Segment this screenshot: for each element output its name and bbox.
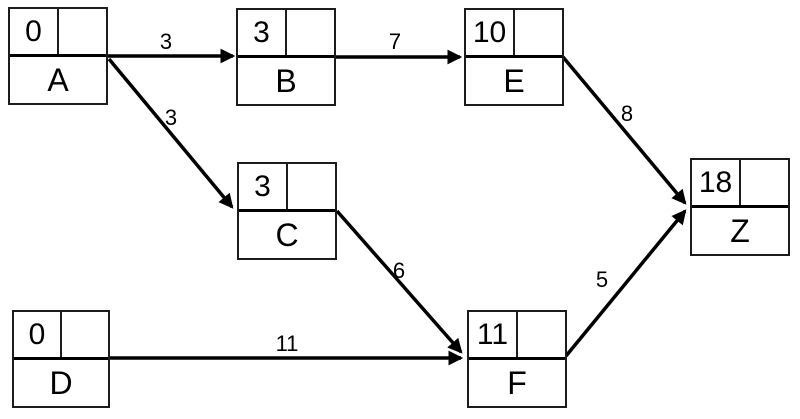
edge-D-F-weight: 11 — [275, 331, 299, 356]
node-Z-earliest-time: 18 — [692, 160, 741, 205]
node-C-earliest-time: 3 — [239, 164, 288, 209]
node-E-empty-cell — [515, 10, 562, 55]
node-B-earliest-time: 3 — [238, 10, 287, 55]
edge-B-E-weight: 7 — [388, 29, 402, 54]
node-F-empty-cell — [518, 312, 565, 357]
node-D-earliest-time: 0 — [14, 312, 62, 357]
edge-E-Z-weight: 8 — [620, 101, 634, 126]
node-A-earliest-time: 0 — [10, 9, 59, 54]
node-C: 3 C — [237, 162, 337, 260]
edge-F-Z-arrow — [564, 209, 687, 358]
node-Z-top-row: 18 — [692, 160, 788, 208]
node-B: 3 B — [236, 8, 336, 106]
node-F: 11 F — [467, 310, 567, 408]
node-B-top-row: 3 — [238, 10, 334, 58]
node-Z-empty-cell — [741, 160, 788, 205]
node-E-label: E — [503, 63, 525, 99]
edge-C-F-arrow — [335, 209, 463, 354]
node-D-empty-cell — [62, 312, 108, 357]
edge-A-B-weight: 3 — [159, 29, 173, 54]
node-A-top-row: 0 — [10, 9, 106, 57]
node-A-label: A — [47, 62, 69, 98]
node-C-top-row: 3 — [239, 164, 335, 212]
edge-F-Z-weight: 5 — [595, 267, 609, 292]
node-F-label: F — [507, 365, 527, 401]
node-C-label: C — [275, 217, 299, 253]
node-A-empty-cell — [59, 9, 106, 54]
node-E-earliest-time: 10 — [466, 10, 515, 55]
node-B-empty-cell — [287, 10, 334, 55]
node-Z-label: Z — [730, 213, 750, 249]
node-A: 0 A — [8, 7, 108, 105]
node-D-label: D — [49, 365, 73, 401]
node-E: 10 E — [464, 8, 564, 106]
edge-A-C-weight: 3 — [164, 105, 178, 130]
node-B-label: B — [275, 63, 297, 99]
node-Z: 18 Z — [690, 158, 790, 256]
node-F-earliest-time: 11 — [469, 312, 518, 357]
edge-E-Z-arrow — [561, 55, 687, 205]
node-E-top-row: 10 — [466, 10, 562, 58]
node-D-top-row: 0 — [14, 312, 108, 360]
node-D: 0 D — [12, 310, 110, 408]
edge-C-F-weight: 6 — [392, 258, 406, 283]
node-C-empty-cell — [288, 164, 335, 209]
node-F-top-row: 11 — [469, 312, 565, 360]
edge-A-C-arrow — [107, 57, 234, 209]
